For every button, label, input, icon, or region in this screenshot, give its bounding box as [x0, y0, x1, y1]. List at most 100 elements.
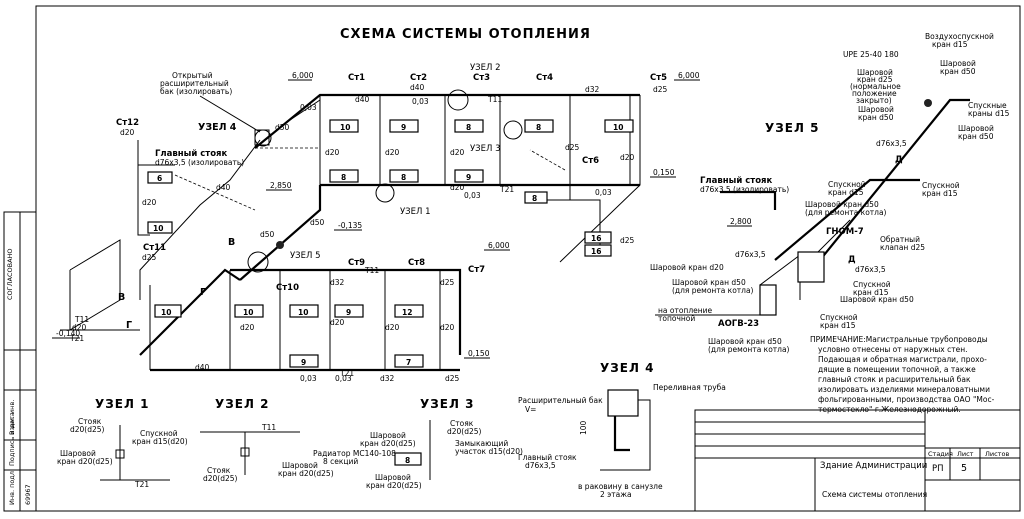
svg-text:Шаровой кран d50: Шаровой кран d50	[840, 295, 914, 304]
node-5-title: УЗЕЛ 5	[765, 121, 819, 135]
radiators: 10 8 9 8 8 9 8 8 10 9 12 7 6 10 16 16 10…	[147, 119, 634, 368]
riser-label: Ст8	[408, 258, 425, 268]
agreed-label: СОГЛАСОВАНО	[6, 248, 14, 300]
svg-text:d76x3,5: d76x3,5	[876, 139, 907, 148]
svg-text:Лист: Лист	[957, 450, 974, 458]
svg-text:главный стояк и расширительный: главный стояк и расширительный бак	[818, 375, 971, 384]
riser-label: Ст5	[650, 73, 667, 83]
svg-text:ГНОМ-7: ГНОМ-7	[826, 227, 864, 237]
elevation-marks: 6,000 6,000 6,000 2,850 0,150 0,150 -0,1…	[52, 71, 752, 359]
svg-text:Листов: Листов	[985, 450, 1009, 458]
svg-text:Спускной: Спускной	[922, 181, 960, 190]
node-3-marker	[503, 120, 523, 140]
riser-label: Ст9	[348, 258, 365, 268]
side-stamp: СОГЛАСОВАНО Инв. подл. 69967 Подпись и д…	[3, 211, 37, 512]
svg-text:d40: d40	[355, 95, 370, 104]
riser-label: Ст3	[473, 73, 490, 83]
radiator	[584, 231, 612, 244]
radiator	[147, 171, 173, 184]
svg-text:Шаровой: Шаровой	[375, 473, 411, 482]
radiator	[454, 119, 484, 133]
svg-text:Радиатор МС140-108: Радиатор МС140-108	[313, 449, 396, 458]
svg-text:6,000: 6,000	[488, 241, 510, 250]
svg-text:d20: d20	[142, 198, 157, 207]
svg-text:d20: d20	[450, 148, 465, 157]
svg-text:расширительный: расширительный	[160, 79, 229, 88]
radiator	[389, 169, 419, 183]
node5-main-riser	[819, 98, 970, 261]
radiator	[289, 354, 319, 368]
svg-text:d20: d20	[240, 323, 255, 332]
svg-text:Спускной: Спускной	[820, 313, 858, 322]
node-2-detail: УЗЕЛ 2 T11 Стояк d20(d25) Шаровой кран d…	[200, 397, 334, 483]
drawing-title: СХЕМА СИСТЕМЫ ОТОПЛЕНИЯ	[340, 27, 591, 42]
svg-text:УЗЕЛ 3: УЗЕЛ 3	[470, 144, 501, 154]
svg-text:кран d15: кран d15	[820, 321, 856, 330]
svg-text:В: В	[228, 237, 235, 248]
svg-text:Стояк: Стояк	[207, 466, 231, 475]
svg-text:8: 8	[405, 456, 410, 465]
svg-text:0,03: 0,03	[412, 97, 429, 106]
svg-text:АОГВ-23: АОГВ-23	[718, 319, 759, 329]
riser-label: Ст12	[116, 118, 139, 128]
vzam-label: Взам. инв.	[8, 400, 16, 435]
svg-text:на отопление: на отопление	[658, 306, 713, 315]
svg-text:Шаровой кран d50: Шаровой кран d50	[805, 200, 879, 209]
svg-text:0,03: 0,03	[595, 188, 612, 197]
svg-text:10: 10	[153, 224, 163, 233]
svg-text:9: 9	[401, 123, 406, 132]
radiator	[329, 169, 359, 183]
svg-text:d20: d20	[620, 153, 635, 162]
svg-text:кран d15: кран d15	[828, 188, 864, 197]
svg-text:0,150: 0,150	[468, 349, 490, 358]
svg-text:d76x3,5 (изолировать): d76x3,5 (изолировать)	[700, 185, 789, 194]
svg-text:кран d20(d25): кран d20(d25)	[57, 457, 113, 466]
svg-text:(нормальное: (нормальное	[850, 82, 901, 91]
riser-labels: Ст1 Ст2 Ст3 Ст4 Ст5 Ст6 Ст7 Ст8 Ст9 Ст10…	[116, 73, 667, 293]
svg-text:УЗЕЛ 1: УЗЕЛ 1	[400, 207, 431, 217]
svg-text:d76x3,5: d76x3,5	[735, 250, 766, 259]
svg-text:T11: T11	[364, 266, 379, 275]
node-1-title: УЗЕЛ 1	[95, 397, 149, 411]
general-note: ПРИМЕЧАНИЕ:Магистральные трубопроводы ус…	[810, 335, 995, 414]
svg-text:2 этажа: 2 этажа	[600, 490, 632, 499]
svg-text:d25: d25	[142, 253, 157, 262]
radiator	[524, 191, 548, 204]
svg-text:d20: d20	[330, 318, 345, 327]
svg-text:Главный стояк: Главный стояк	[518, 453, 577, 462]
svg-text:закрыто): закрыто)	[856, 96, 892, 105]
svg-text:изолировать изделиями минерало: изолировать изделиями минераловатными	[818, 385, 990, 394]
radiator	[154, 304, 182, 318]
svg-text:16: 16	[591, 247, 601, 256]
svg-text:Шаровой: Шаровой	[60, 449, 96, 458]
svg-text:Главный стояк: Главный стояк	[155, 149, 227, 159]
svg-text:0,03: 0,03	[464, 191, 481, 200]
riser-label: Ст4	[536, 73, 553, 83]
svg-text:d20: d20	[440, 323, 455, 332]
svg-text:фольгированными, производства: фольгированными, производства ОАО "Мос-	[818, 395, 995, 404]
svg-text:d76x3,5: d76x3,5	[525, 461, 556, 470]
svg-text:8: 8	[401, 173, 406, 182]
svg-text:d25: d25	[440, 278, 455, 287]
expansion-tank	[607, 389, 639, 417]
node-4-detail: УЗЕЛ 4 Расширительный бак V= Переливная …	[518, 361, 726, 499]
svg-text:Расширительный бак: Расширительный бак	[518, 396, 603, 405]
svg-text:T11: T11	[487, 95, 502, 104]
svg-text:8 секций: 8 секций	[323, 457, 358, 466]
node-5-marker	[247, 251, 269, 273]
radiator	[394, 354, 424, 368]
svg-text:кран d50: кран d50	[940, 67, 976, 76]
svg-text:d20: d20	[385, 148, 400, 157]
svg-text:Шаровой кран d50: Шаровой кран d50	[708, 337, 782, 346]
svg-text:T11: T11	[261, 423, 276, 432]
svg-text:d40: d40	[410, 83, 425, 92]
node-1-marker	[375, 183, 395, 203]
supply-main-lower	[230, 268, 462, 355]
svg-text:(для ремонта котла): (для ремонта котла)	[805, 208, 887, 217]
svg-text:Спускные: Спускные	[968, 101, 1007, 110]
svg-text:6: 6	[157, 174, 162, 183]
svg-text:кран d50: кран d50	[858, 113, 894, 122]
svg-text:Д: Д	[848, 255, 856, 265]
aogv-boiler	[759, 284, 777, 316]
